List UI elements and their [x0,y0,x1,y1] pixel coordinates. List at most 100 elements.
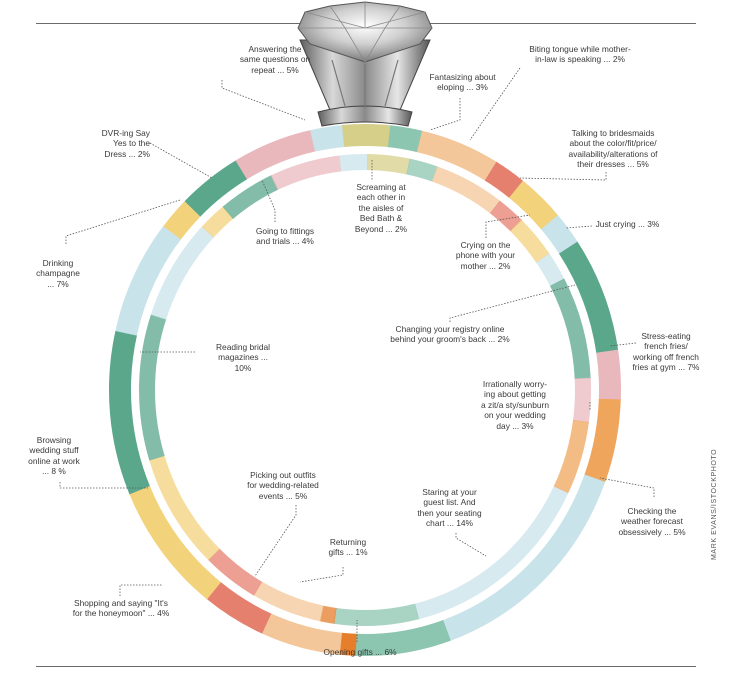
label-line: for wedding-related [247,480,319,491]
label-line: Staring at your [422,487,477,497]
leader-line [519,172,607,181]
leader-line [599,477,655,497]
ring-segment [206,581,272,634]
label-line: Answering the [248,44,302,54]
label-line: champagne [36,268,80,279]
leader-line [455,533,487,557]
diamond-icon [297,1,433,127]
leader-line [469,67,521,141]
label-line: guest list. And [423,497,476,508]
label-line: Bed Bath & [359,213,403,224]
ring-segment [484,161,524,199]
label-line: Talking to bridesmaids [571,128,655,138]
leader-line [119,584,162,596]
ring-segment [184,160,248,217]
ring-segment [163,200,201,240]
label-line: Checking the [627,506,677,516]
ring-segment [333,603,420,626]
leader-line [429,98,461,131]
ring-segment [355,619,451,656]
photo-credit: MARK EVANS/ISTOCKPHOTO [711,448,718,560]
label-line: in-law is speaking ... 2% [535,54,625,65]
label-line: then your seating [417,507,482,518]
label-line: Reading bridal [215,342,270,352]
ring-segment [341,123,392,148]
ring-segment [549,278,591,380]
label-line: eloping ... 3% [437,82,488,93]
label-line: availability/alterations of [568,148,658,159]
ring-inner-band [139,153,591,626]
label-line: obsessively ... 5% [618,526,686,537]
label-line: magazines ... [218,352,268,363]
ring-segment [536,253,565,287]
label-line: the aisles of [358,202,404,213]
ring-segment [558,241,619,354]
ring-segment [129,485,222,600]
label-line: phone with your [455,250,516,261]
ring-segment [139,314,167,461]
label-line: events ... 5% [258,490,308,501]
label-line: french fries/ [644,341,688,352]
ring-segment [406,158,438,182]
label-line: chart ... 14% [425,518,473,529]
label-line: their dresses ... 5% [577,159,649,170]
ring-segment [235,129,316,180]
ring-segment [431,166,501,214]
label-line: Opening gifts ... 6% [323,647,397,657]
label-line: repeat ... 5% [251,64,299,75]
label-line: Crying on the [460,240,511,250]
ring-segment [387,125,423,153]
label-line: ing about getting [484,389,546,400]
ring-segment [596,349,621,401]
ring-segment [366,154,411,175]
label-line: Stress-eating [641,331,691,341]
label-line: and trials ... 4% [256,236,314,247]
label-line: Irrationally worry- [482,379,548,389]
label-just-crying: Just crying ... 3% [590,219,665,229]
label-line: Dress ... 2% [104,148,150,159]
ring-segment [442,473,606,641]
label-opening: Opening gifts ... 6% [315,647,405,657]
leader-line [261,179,276,222]
label-line: behind your groom's back ... 2% [390,334,510,345]
ring-segment [222,175,279,220]
ring-segment [150,226,215,320]
ring-segment [489,200,522,232]
ring-outer-band [109,123,621,656]
label-line: online at work [28,455,80,466]
ring-segment [109,330,150,495]
ring-segment [414,485,569,620]
label-line: each other in [356,192,406,203]
leader-line [485,214,531,238]
ring-segment [508,180,559,231]
label-line: ... 7% [47,278,69,289]
ring-segment [261,613,343,655]
ring-segment [338,153,369,172]
label-line: Changing your registry online [395,324,505,334]
label-line: wedding stuff [29,445,79,456]
leader-line [299,567,344,583]
label-line: weather forecast [621,516,683,527]
label-line: Biting tongue while mother- [529,44,631,54]
ring-segment [584,398,621,482]
leader-line [59,482,148,489]
label-line: Just crying ... 3% [595,219,660,229]
label-line: Yes to the [113,138,150,149]
ring-segment [115,225,182,336]
label-line: a zit/a sty/sunburn [481,399,549,410]
label-line: Screaming at [356,182,406,192]
label-line: Going to fittings [255,226,315,236]
label-line: 10% [234,362,252,373]
